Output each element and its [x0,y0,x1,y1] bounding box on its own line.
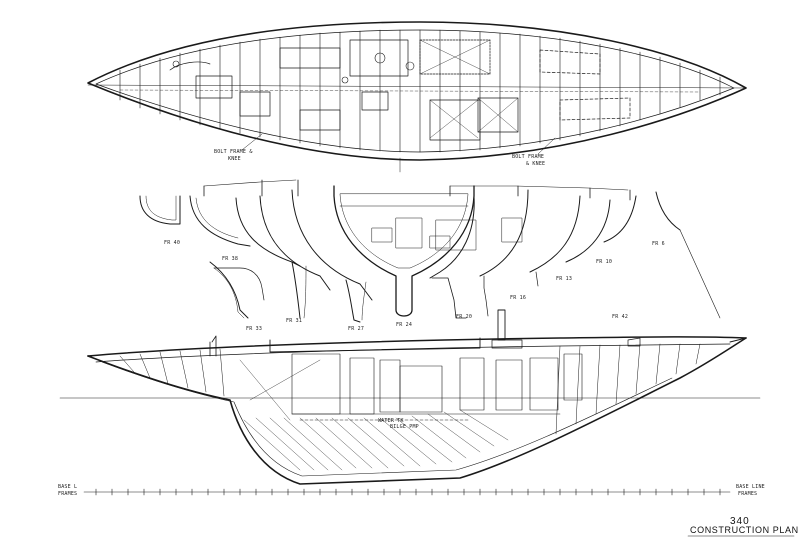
body-sections [139,179,721,323]
section-label-fr16: FR 16 [510,295,527,301]
baseline-left-label-1: BASE L [58,484,78,490]
section-fr27-top [291,189,373,301]
section-fr31 [259,195,331,291]
profile-callout-bilge-pmp: BILGE PMP [390,424,419,430]
plan-callout-2-line2: & KNEE [526,161,546,167]
section-fr38 [189,195,251,247]
section-fr10 [565,199,611,263]
baseline-scale [83,488,731,496]
section-label-fr42: FR 42 [612,314,629,320]
section-fr24 [333,185,475,317]
profile-cabin [269,337,481,353]
section-label-fr13: FR 13 [556,276,573,282]
section-fr16 [479,189,529,277]
plan-view [87,21,747,173]
section-label-fr6: FR 6 [652,241,665,247]
section-label-fr31: FR 31 [286,318,303,324]
baseline-right-label-1: BASE LINE [736,484,765,490]
plan-title: CONSTRUCTION PLAN [690,525,799,535]
section-fr20 [429,195,475,279]
section-label-fr24: FR 24 [396,322,413,328]
section-label-fr40: FR 40 [164,240,181,246]
section-label-fr33: FR 33 [246,326,263,332]
plan-callout-1-line1: BOLT FRAME & [214,149,253,155]
section-fr40 [139,195,181,225]
profile-hull [87,337,747,485]
profile-keel-hatch [243,409,509,471]
section-fr6 [603,195,637,243]
plan-number: 340 [730,516,750,527]
baseline-right-label-2: FRAMES [738,491,758,497]
section-label-fr20: FR 20 [456,314,473,320]
section-label-fr38: FR 38 [222,256,239,262]
profile-view [59,309,761,485]
baseline-left-label-2: FRAMES [58,491,78,497]
plan-interior [169,39,631,141]
plan-callout-2-line1: BOLT FRAME [512,154,545,160]
section-label-fr27: FR 27 [348,326,365,332]
profile-callout-water-tk: WATER TK [378,418,404,424]
profile-interior [239,353,583,421]
plan-centerline [87,84,747,89]
section-label-fr10: FR 10 [596,259,613,265]
section-fr33 [235,197,301,267]
plan-callout-1-line2: KNEE [228,156,241,162]
profile-frames [119,343,701,435]
profile-sheer [87,336,747,357]
section-fr13 [529,195,581,273]
